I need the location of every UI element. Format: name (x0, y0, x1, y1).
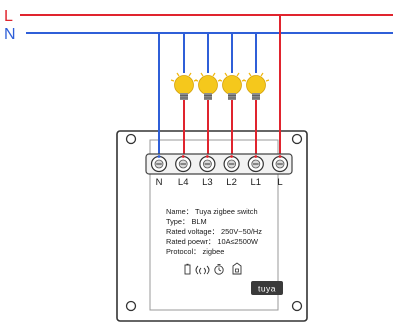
terminal-label-l1: L1 (251, 177, 262, 188)
screw-hole-bottom-left (125, 300, 137, 312)
bulb-l1 (242, 72, 270, 100)
terminal-n: N (150, 155, 168, 188)
bulb-l4 (170, 72, 198, 100)
terminal-label-l: L (277, 177, 282, 188)
timer-icon (214, 264, 224, 275)
bulb-l3 (194, 72, 222, 100)
tuya-badge: tuya (251, 281, 283, 295)
supply-lines: L N (4, 8, 393, 43)
spec-name: Name： Tuya zigbee switch (166, 207, 258, 216)
tuya-badge-text: tuya (258, 284, 276, 294)
terminal-l1: L1 (247, 155, 264, 188)
spec-type: Type： BLM (166, 217, 207, 226)
screw-hole-right (291, 133, 303, 145)
terminal-l3: L3 (199, 155, 216, 188)
terminal-label-l4: L4 (178, 177, 189, 188)
terminal-label-l2: L2 (226, 177, 237, 188)
spec-voltage: Rated voltage： 250V~50/Hz (166, 227, 262, 236)
spec-label: Name： Tuya zigbee switch Type： BLM Rated… (166, 207, 262, 256)
feature-icons (184, 262, 242, 275)
screw-hole-left (125, 133, 137, 145)
terminal-l2: L2 (223, 155, 240, 188)
bulb-l2 (218, 72, 246, 100)
branch-wiring (158, 15, 281, 158)
terminal-label-n: N (156, 177, 163, 188)
spec-power: Rated poewr： 10A≤2500W (166, 237, 258, 246)
bulbs (170, 72, 270, 100)
screw-hole-bottom-right (291, 300, 303, 312)
terminal-l4: L4 (175, 155, 192, 188)
home-shield-icon (232, 262, 242, 275)
terminal-block (145, 153, 293, 175)
neutral-label: N (4, 26, 16, 43)
terminal-label-l3: L3 (202, 177, 213, 188)
battery-icon (184, 263, 191, 275)
terminals: N L4 L3 L2 L1 L (150, 155, 289, 188)
spec-protocol: Protocol： zigbee (166, 247, 224, 256)
live-label: L (4, 8, 13, 25)
terminal-l: L (271, 155, 289, 188)
wifi-signal-icon (195, 265, 210, 275)
